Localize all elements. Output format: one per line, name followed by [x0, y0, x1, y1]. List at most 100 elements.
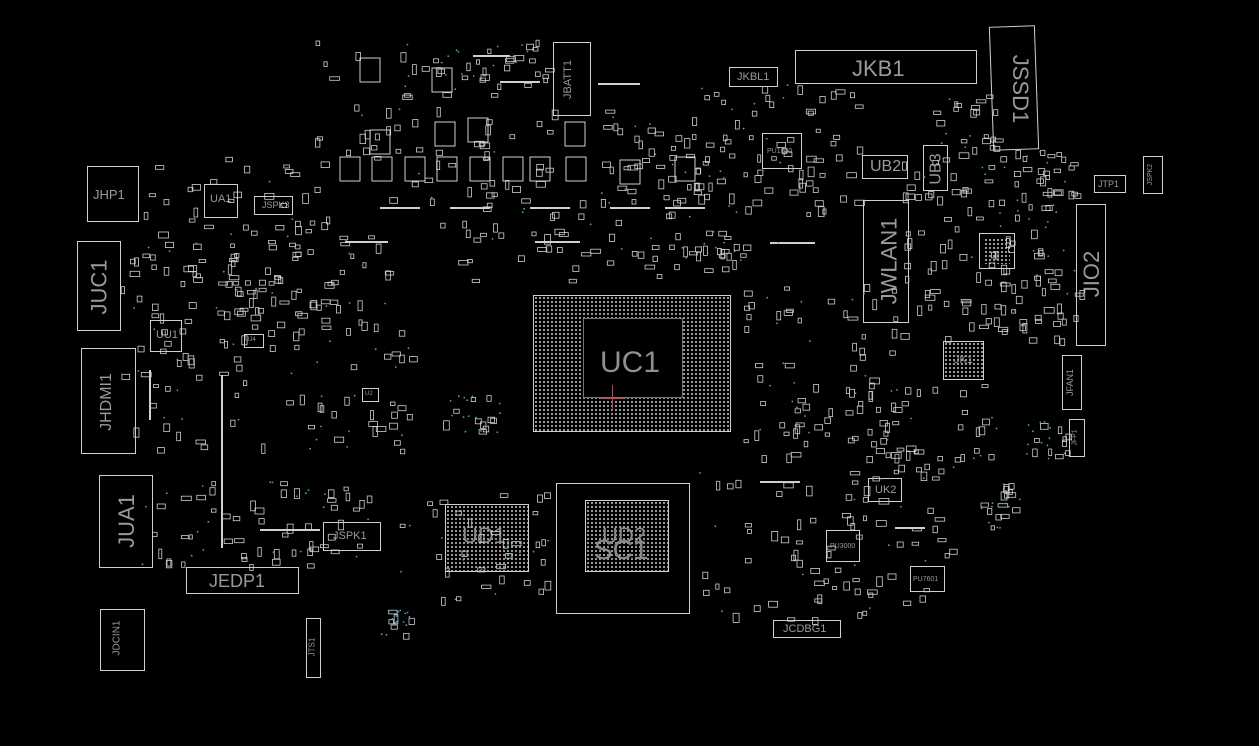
- part-sc1[interactable]: [556, 483, 690, 614]
- smd-component: [550, 213, 555, 221]
- part-ua1[interactable]: [204, 184, 238, 218]
- smd-component: [315, 40, 321, 46]
- smd-component: [302, 193, 309, 204]
- via: [765, 137, 768, 140]
- via: [299, 550, 302, 553]
- smd-component: [503, 64, 511, 72]
- smd-component: [656, 273, 663, 279]
- smd-component: [781, 148, 788, 155]
- part-jkbl1[interactable]: [729, 67, 778, 87]
- smd-component: [314, 186, 321, 194]
- smd-component: [180, 280, 186, 288]
- part-jk1[interactable]: [943, 341, 984, 380]
- smd-component: [962, 300, 972, 307]
- smd-component: [195, 439, 206, 445]
- part-jhp1[interactable]: [87, 166, 139, 222]
- smd-component: [142, 253, 151, 259]
- smd-component: [787, 617, 796, 622]
- part-jspk2[interactable]: [1143, 156, 1163, 194]
- smd-component: [729, 153, 736, 159]
- smd-component: [930, 289, 941, 294]
- via: [141, 563, 144, 566]
- part-ub3[interactable]: [923, 145, 948, 191]
- label-pu7601: PU7601: [913, 576, 939, 583]
- smd-component: [623, 166, 631, 171]
- smd-component: [294, 344, 300, 351]
- via: [703, 242, 706, 245]
- via: [491, 238, 494, 240]
- part-uj4[interactable]: [244, 334, 264, 348]
- smd-component: [957, 424, 964, 431]
- part-jua1[interactable]: [99, 475, 153, 568]
- part-jtp1[interactable]: [1094, 175, 1126, 193]
- power-component: [431, 67, 453, 93]
- part-juc1[interactable]: [77, 241, 121, 331]
- smd-component: [295, 311, 303, 317]
- smd-component: [218, 281, 228, 286]
- smd-component: [1053, 168, 1061, 174]
- smd-component: [684, 138, 691, 149]
- smd-component: [826, 551, 832, 559]
- smd-component: [866, 455, 873, 464]
- via: [462, 416, 465, 418]
- smd-component: [328, 489, 335, 498]
- smd-component: [981, 384, 989, 389]
- smd-component: [150, 254, 156, 261]
- part-jspk1[interactable]: [323, 522, 381, 551]
- smd-component: [716, 178, 726, 185]
- via: [1032, 430, 1034, 433]
- part-jwlan1[interactable]: [863, 200, 909, 323]
- via: [222, 270, 225, 273]
- part-jhdmi1[interactable]: [81, 348, 136, 454]
- smd-component: [991, 251, 997, 259]
- smd-component: [960, 454, 965, 462]
- via: [457, 395, 460, 398]
- via: [1062, 249, 1065, 252]
- smd-component: [292, 256, 299, 261]
- via: [940, 142, 943, 145]
- part-jkb1[interactable]: [795, 50, 977, 84]
- smd-component: [951, 188, 961, 196]
- via: [654, 153, 657, 156]
- smd-component: [544, 492, 551, 499]
- smd-component: [735, 120, 740, 130]
- smd-component: [849, 471, 861, 476]
- smd-component: [393, 440, 401, 446]
- smd-component: [151, 264, 157, 270]
- smd-component: [487, 48, 492, 54]
- part-jspk3[interactable]: [254, 196, 293, 215]
- part-ud2[interactable]: [585, 500, 669, 572]
- part-jts1[interactable]: [306, 618, 321, 678]
- smd-component: [609, 233, 616, 242]
- smd-component: [223, 340, 228, 349]
- smd-component: [1034, 314, 1042, 321]
- part-pu3000[interactable]: [826, 530, 860, 562]
- part-jfan1[interactable]: [1062, 355, 1082, 410]
- via: [464, 430, 467, 433]
- part-jbatt1[interactable]: [553, 42, 591, 116]
- part-u2-small[interactable]: [362, 388, 379, 402]
- smd-component: [627, 188, 637, 195]
- part-jdcin1[interactable]: [100, 609, 145, 671]
- part-jedp1[interactable]: [186, 567, 299, 594]
- part-ub2[interactable]: [862, 155, 908, 179]
- via: [320, 425, 322, 428]
- part-jcdbg1[interactable]: [773, 620, 841, 638]
- via: [190, 554, 193, 557]
- smd-component: [223, 538, 233, 544]
- smd-component: [309, 301, 317, 309]
- smd-component: [913, 449, 919, 455]
- smd-component: [786, 308, 794, 313]
- part-jfp1[interactable]: [1069, 419, 1085, 457]
- smd-component: [960, 139, 968, 144]
- smd-component: [538, 588, 544, 595]
- smd-component: [188, 302, 197, 309]
- part-uk2[interactable]: [868, 478, 902, 502]
- via: [237, 418, 240, 421]
- smd-component: [272, 558, 281, 566]
- part-pu1000[interactable]: [762, 133, 802, 169]
- smd-component: [531, 231, 537, 237]
- smd-component: [427, 501, 434, 506]
- smd-component: [906, 450, 911, 461]
- part-jio2[interactable]: [1076, 204, 1106, 346]
